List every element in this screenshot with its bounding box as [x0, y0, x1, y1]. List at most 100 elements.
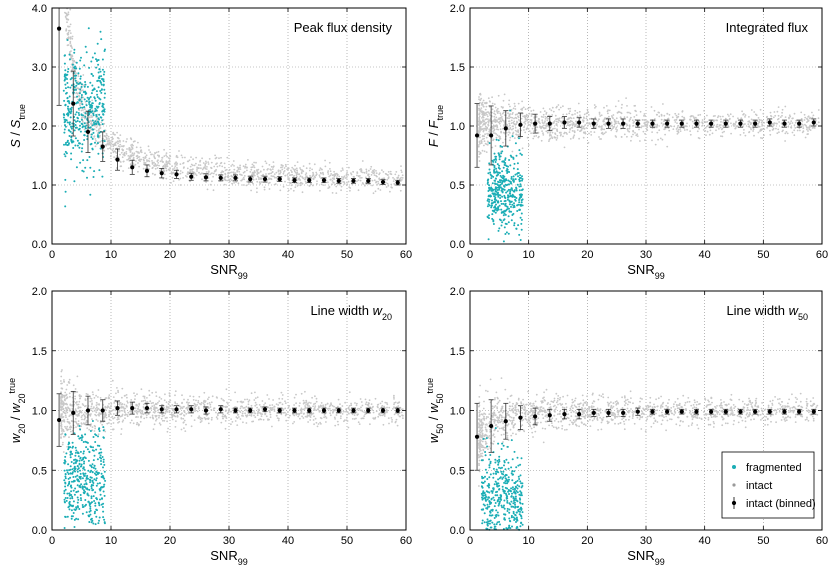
intact-point: [273, 410, 276, 412]
intact-point: [292, 413, 294, 416]
fragmented-point: [94, 120, 97, 123]
intact-point: [512, 132, 514, 135]
intact-point: [543, 124, 545, 127]
intact-point: [85, 405, 87, 407]
intact-point: [338, 183, 341, 186]
intact-point: [207, 422, 210, 425]
intact-point: [151, 172, 154, 175]
intact-point: [66, 396, 69, 399]
intact-point: [122, 149, 124, 152]
intact-point: [578, 137, 580, 140]
intact-point: [227, 174, 230, 177]
intact-point: [68, 392, 71, 395]
intact-point: [383, 415, 386, 417]
intact-point: [508, 120, 510, 123]
intact-point: [549, 131, 552, 134]
fragmented-point: [488, 162, 491, 165]
intact-point: [181, 402, 183, 405]
intact-point: [513, 102, 516, 105]
intact-point: [166, 408, 169, 411]
intact-point: [552, 122, 555, 124]
intact-point: [68, 378, 71, 381]
intact-point: [223, 162, 226, 165]
intact-point: [254, 171, 256, 174]
intact-point: [327, 173, 330, 175]
intact-point: [320, 172, 322, 175]
intact-point: [321, 168, 323, 171]
fragmented-point: [64, 155, 67, 158]
fragmented-point: [499, 145, 502, 147]
intact-point: [791, 117, 794, 120]
intact-point: [230, 165, 233, 167]
intact-point: [563, 146, 566, 149]
intact-point: [74, 397, 76, 400]
intact-point: [324, 415, 327, 418]
intact-point: [633, 116, 636, 118]
intact-point: [139, 146, 142, 149]
intact-point: [335, 185, 338, 188]
intact-point: [95, 404, 98, 406]
intact-point: [387, 171, 390, 173]
intact-point: [135, 423, 138, 426]
intact-point: [339, 403, 341, 405]
intact-point: [120, 165, 123, 168]
binned-point: [606, 121, 611, 126]
intact-point: [643, 113, 646, 115]
intact-point: [117, 145, 120, 148]
intact-point: [748, 126, 751, 128]
intact-point: [160, 398, 163, 400]
intact-point: [707, 124, 709, 127]
fragmented-point: [91, 119, 94, 122]
fragmented-point: [98, 131, 101, 134]
fragmented-point: [502, 166, 505, 169]
intact-point: [275, 403, 278, 405]
fragmented-point: [518, 201, 521, 204]
intact-point: [156, 154, 159, 157]
intact-point: [705, 134, 707, 137]
intact-point: [386, 403, 389, 406]
intact-point: [528, 112, 531, 115]
fragmented-point: [79, 161, 82, 164]
intact-point: [558, 108, 560, 111]
intact-point: [201, 157, 204, 160]
fragmented-point: [96, 142, 99, 145]
intact-point: [639, 110, 642, 113]
fragmented-point: [100, 83, 103, 86]
fragmented-point: [91, 137, 94, 140]
intact-point: [290, 171, 293, 173]
intact-point: [78, 109, 81, 112]
intact-point: [348, 166, 350, 169]
intact-point: [495, 136, 498, 139]
intact-point: [227, 179, 230, 182]
intact-point: [696, 130, 699, 133]
intact-point: [61, 387, 64, 390]
intact-point: [384, 401, 387, 404]
intact-point: [298, 177, 301, 180]
intact-point: [67, 11, 70, 14]
intact-point: [183, 398, 185, 401]
intact-point: [355, 404, 358, 407]
fragmented-point: [512, 157, 515, 160]
intact-point: [293, 174, 295, 177]
fragmented-point: [506, 168, 509, 171]
intact-point: [304, 406, 307, 409]
intact-point: [582, 131, 585, 134]
intact-point: [111, 149, 114, 152]
intact-point: [691, 127, 694, 130]
intact-point: [514, 113, 517, 116]
intact-point: [483, 120, 486, 123]
intact-point: [92, 393, 94, 396]
fragmented-point: [65, 141, 67, 144]
intact-point: [295, 393, 297, 396]
intact-point: [134, 163, 137, 166]
intact-point: [166, 416, 168, 419]
intact-point: [701, 119, 704, 121]
intact-point: [183, 405, 185, 408]
intact-point: [157, 162, 160, 164]
intact-point: [716, 116, 719, 119]
intact-point: [274, 176, 276, 179]
intact-point: [130, 402, 132, 405]
intact-point: [144, 162, 147, 164]
intact-point: [153, 165, 156, 167]
intact-point: [514, 126, 517, 129]
